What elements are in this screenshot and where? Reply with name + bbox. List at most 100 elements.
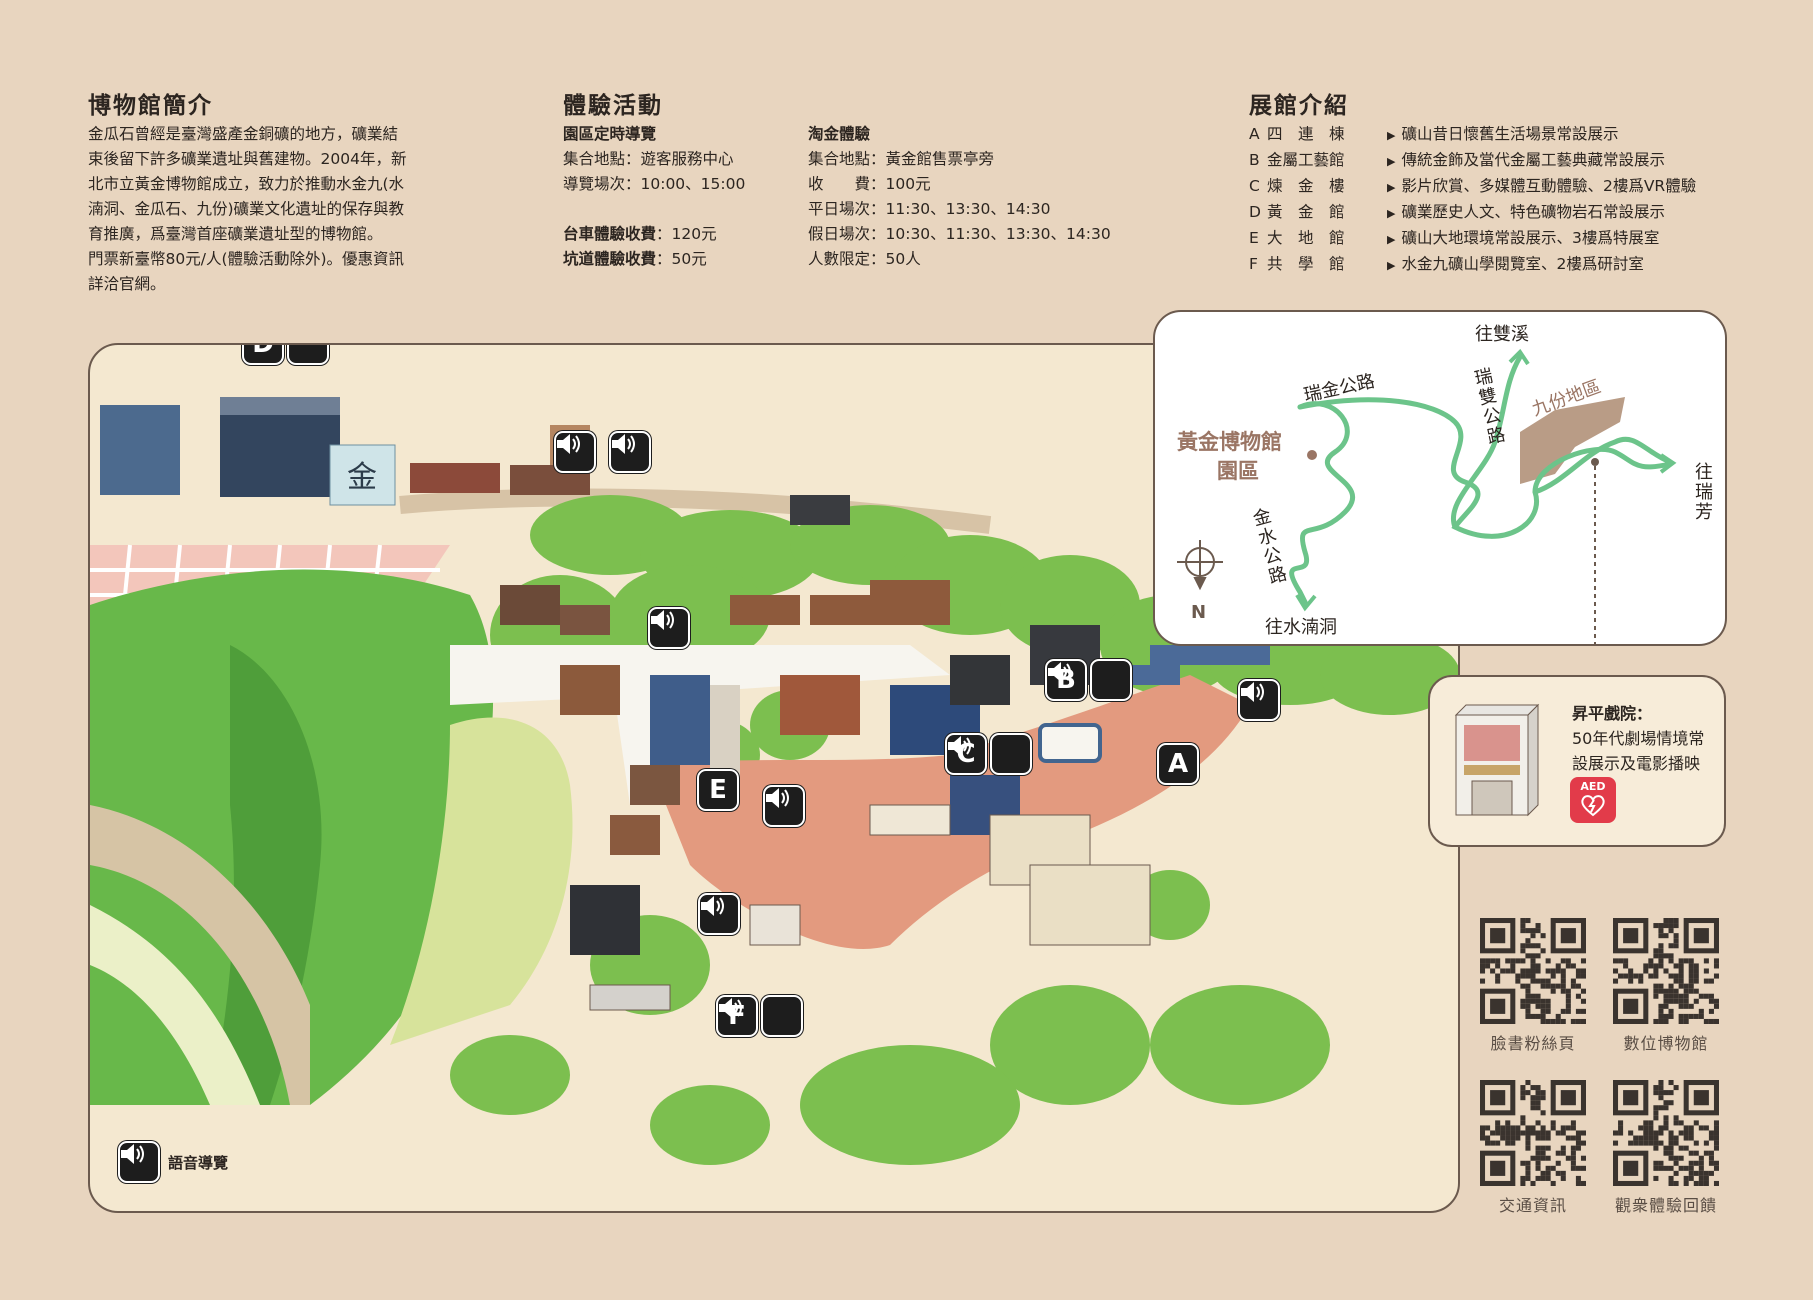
exhibit-letter: D — [1249, 203, 1261, 221]
exhibit-row: D 黃 金 館 ▶ 礦業歷史人文、特色礦物岩石常設展示 — [1249, 200, 1696, 226]
tour-name: 園區定時導覽 — [563, 125, 657, 143]
jiufen-area — [1520, 397, 1625, 484]
north-label: N — [1191, 602, 1207, 623]
speaker-icon[interactable] — [609, 431, 651, 473]
tour-line: 導覽場次：10:00、15:00 — [563, 175, 746, 193]
gold-line: 假日場次：10:30、11:30、13:30、14:30 — [808, 225, 1111, 243]
tour-line: 集合地點：遊客服務中心 — [563, 150, 734, 168]
aed-icon: AED — [1570, 777, 1616, 823]
gold-line: 平日場次：11:30、13:30、14:30 — [808, 200, 1051, 218]
exhibit-desc: 水金九礦山學閱覽室、2樓爲研討室 — [1401, 255, 1644, 273]
pin-e[interactable]: E — [697, 769, 739, 811]
pin-letter: E — [697, 769, 739, 811]
map-legend: 語音導覽 — [118, 1141, 228, 1183]
pin-letter: D — [242, 345, 284, 365]
audio-point[interactable] — [648, 607, 690, 649]
park-label: 黃金博物館 — [1177, 430, 1282, 454]
qr-code[interactable] — [1480, 918, 1586, 1024]
arrow-right-icon: ▶ — [1387, 181, 1396, 194]
audio-point[interactable] — [1238, 679, 1280, 721]
to-shuangxi: 往雙溪 — [1475, 324, 1529, 345]
exhibit-desc: 礦山大地環境常設展示、3樓爲特展室 — [1401, 229, 1660, 247]
theatre-text: 昇平戲院： 50年代劇場情境常 設展示及電影播映 — [1572, 701, 1704, 776]
exhibit-row: C 煉 金 樓 ▶ 影片欣賞、多媒體互動體驗、2樓爲VR體驗 — [1249, 174, 1696, 200]
audio-point[interactable] — [609, 431, 651, 473]
exhibit-name: 共 學 館 — [1267, 255, 1345, 273]
gold-sign: 金 — [347, 460, 377, 495]
pin-b[interactable]: B — [1045, 659, 1132, 701]
intro-text: 金瓜石曾經是臺灣盛產金銅礦的地方，礦業結束後留下許多礦業遺址與舊建物。2004年… — [88, 122, 458, 297]
speaker-icon[interactable] — [1238, 679, 1280, 721]
pin-letter: C — [945, 733, 987, 775]
speaker-icon[interactable] — [648, 607, 690, 649]
speaker-icon[interactable] — [1048, 659, 1132, 701]
gold-block: 淘金體驗 集合地點：黃金館售票亭旁 收 費：100元 平日場次：11:30、13… — [808, 122, 1111, 272]
to-shuinandong: 往水湳洞 — [1265, 617, 1337, 638]
park-label-2: 園區 — [1217, 459, 1259, 483]
arrow-right-icon: ▶ — [1387, 129, 1396, 142]
locator-roads — [1177, 348, 1677, 644]
exhibit-name: 金屬工藝館 — [1267, 151, 1345, 169]
intro-line: 詳洽官網。 — [88, 275, 166, 293]
theatre-card: AED 昇平戲院： 50年代劇場情境常 設展示及電影播映 — [1428, 675, 1726, 847]
gold-line: 集合地點：黃金館售票亭旁 — [808, 150, 995, 168]
activities-title: 體驗活動 — [563, 93, 663, 119]
qr-code[interactable] — [1613, 1080, 1719, 1186]
pin-letter: A — [1157, 743, 1199, 785]
gold-line: 收 費：100元 — [808, 175, 931, 193]
exhibit-desc: 影片欣賞、多媒體互動體驗、2樓爲VR體驗 — [1401, 177, 1697, 195]
intro-line: 門票新臺幣80元/人(體驗活動除外)。優惠資訊 — [88, 250, 405, 268]
intro-line: 金瓜石曾經是臺灣盛產金銅礦的地方，礦業結 — [88, 125, 399, 143]
audio-point[interactable] — [554, 431, 596, 473]
exhibit-letter: C — [1249, 177, 1260, 195]
gold-name: 淘金體驗 — [808, 125, 871, 143]
pin-c[interactable]: C — [945, 733, 1032, 775]
speaker-icon[interactable] — [554, 431, 596, 473]
arrow-right-icon: ▶ — [1387, 233, 1396, 246]
speaker-icon[interactable] — [763, 785, 805, 827]
arrow-right-icon: ▶ — [1387, 207, 1396, 220]
intro-title: 博物館簡介 — [88, 93, 213, 119]
exhibit-desc: 礦業歷史人文、特色礦物岩石常設展示 — [1401, 203, 1665, 221]
intro-line: 束後留下許多礦業遺址與舊建物。2004年，新 — [88, 150, 407, 168]
exhibit-name: 煉 金 樓 — [1267, 177, 1345, 195]
exhibit-name: 黃 金 館 — [1267, 203, 1345, 221]
theatre-illustration — [1454, 703, 1540, 817]
pin-f[interactable]: F — [716, 995, 803, 1037]
intro-line: 北市立黃金博物館成立，致力於推動水金九(水 — [88, 175, 405, 193]
qr-label: 臉書粉絲頁 — [1490, 1034, 1576, 1053]
aed-label: AED — [1580, 780, 1606, 793]
qr-code[interactable] — [1613, 918, 1719, 1024]
compass-icon — [1177, 540, 1223, 591]
audio-point[interactable] — [698, 893, 740, 935]
exhibits-title: 展館介紹 — [1249, 93, 1349, 119]
exhibit-letter: B — [1249, 151, 1260, 169]
fee-label: 坑道體驗收費 — [563, 250, 657, 268]
gold-line: 人數限定：50人 — [808, 250, 921, 268]
intro-line: 育推廣，爲臺灣首座礦業遺址型的博物館。 — [88, 225, 383, 243]
pin-d[interactable]: D — [242, 345, 329, 365]
hillside — [90, 569, 573, 1105]
speaker-icon[interactable] — [948, 733, 1032, 775]
audio-point[interactable] — [763, 785, 805, 827]
exhibit-name: 四 連 棟 — [1267, 125, 1345, 143]
qr-label: 觀衆體驗回饋 — [1614, 1196, 1717, 1215]
pin-a[interactable]: A — [1157, 743, 1199, 785]
exhibit-desc: 傳統金飾及當代金屬工藝典藏常設展示 — [1401, 151, 1665, 169]
qr-label: 數位博物館 — [1623, 1034, 1709, 1053]
theatre-desc: 50年代劇場情境常 — [1572, 729, 1705, 748]
speaker-icon[interactable] — [719, 995, 803, 1037]
speaker-icon[interactable] — [698, 893, 740, 935]
fee-row: 坑道體驗收費：50元 — [563, 247, 745, 272]
speaker-icon[interactable] — [256, 345, 329, 365]
qr-code[interactable] — [1480, 1080, 1586, 1186]
legend-label: 語音導覽 — [168, 1153, 229, 1172]
arrow-right-icon: ▶ — [1387, 259, 1396, 272]
pin-letter: F — [716, 995, 758, 1037]
exhibit-letter: E — [1249, 229, 1259, 247]
